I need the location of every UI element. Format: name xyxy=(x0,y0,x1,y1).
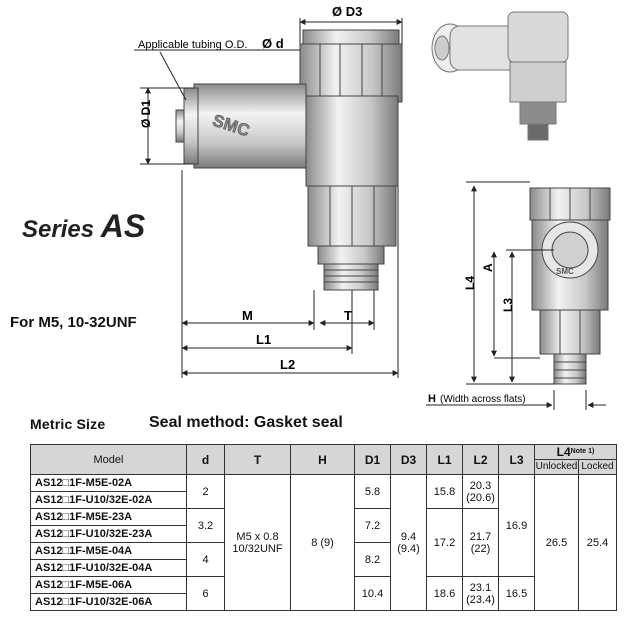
l2-value: 23.1 xyxy=(469,581,492,594)
l2-value: (23.4) xyxy=(466,593,495,606)
side-view xyxy=(529,187,611,385)
header-d: d xyxy=(186,444,225,475)
l1-cell: 18.6 xyxy=(426,576,463,611)
model-cell: AS12□1F-M5E-06A xyxy=(30,576,187,594)
d-cell: 3.2 xyxy=(186,508,225,543)
l1-cell: 15.8 xyxy=(426,474,463,509)
t-cell: M5 x 0.8 10/32UNF xyxy=(224,474,291,611)
l3-cell: 16.9 xyxy=(498,474,535,577)
d3-value: (9.4) xyxy=(397,542,420,555)
header-l1: L1 xyxy=(426,444,463,475)
header-d1: D1 xyxy=(354,444,391,475)
label-m: M xyxy=(242,308,253,323)
series-name: AS xyxy=(100,208,146,244)
l1-cell: 17.2 xyxy=(426,508,463,577)
l2-value: 21.7 xyxy=(469,530,492,543)
header-l3: L3 xyxy=(498,444,535,475)
label-d3: Ø D3 xyxy=(332,4,362,19)
l2-value: (22) xyxy=(470,542,491,555)
label-l1: L1 xyxy=(256,332,271,347)
label-h-note: (Width across flats) xyxy=(440,394,526,405)
series-title: Series AS xyxy=(22,208,145,245)
l2-cell: 23.1 (23.4) xyxy=(462,576,499,611)
label-h: H xyxy=(428,393,436,405)
metric-size-label: Metric Size xyxy=(30,416,106,432)
table-row: AS12□1F-M5E-02A 2 M5 x 0.8 10/32UNF 8 (9… xyxy=(30,474,617,611)
header-h: H xyxy=(290,444,355,475)
l3-cell: 16.5 xyxy=(498,576,535,611)
table-row: AS12□1F-M5E-23A 3.2 7.2 17.2 21.7 (22) xyxy=(30,508,617,577)
d-cell: 4 xyxy=(186,542,225,577)
label-tubing-sym: Ø d xyxy=(262,36,284,51)
label-a: A xyxy=(481,263,495,272)
l2-cell: 20.3 (20.6) xyxy=(462,474,499,509)
d-cell: 2 xyxy=(186,474,225,509)
front-dimensions xyxy=(134,18,403,378)
label-t: T xyxy=(344,308,352,323)
for-model-label: For M5, 10-32UNF xyxy=(10,314,137,331)
header-l4-label: L4 xyxy=(556,445,571,459)
label-d1: Ø D1 xyxy=(139,100,153,128)
label-tubing: Applicable tubing O.D. xyxy=(138,39,247,51)
label-l2: L2 xyxy=(280,357,295,372)
d1-cell: 7.2 xyxy=(354,508,391,543)
t-value: 10/32UNF xyxy=(232,542,283,555)
fitting-drawing: SMC Ø D3 Applicable tubing O.D. Ø d Ø D1… xyxy=(134,4,611,410)
side-dimensions xyxy=(426,181,606,410)
d3-value: 9.4 xyxy=(400,530,417,543)
dimension-table: Model d T H D1 D3 L1 L2 L3 L4Note 1) Unl… xyxy=(30,444,617,611)
model-cell: AS12□1F-M5E-23A xyxy=(30,508,187,526)
model-cell: AS12□1F-U10/32E-04A xyxy=(30,559,187,577)
model-cell: AS12□1F-M5E-02A xyxy=(30,474,187,492)
header-l4: L4Note 1) xyxy=(534,444,617,460)
l4-unlocked-cell: 26.5 xyxy=(534,474,579,611)
header-l4-note: Note 1) xyxy=(570,448,595,455)
model-cell: AS12□1F-U10/32E-23A xyxy=(30,525,187,543)
l2-value: (20.6) xyxy=(466,491,495,504)
table-row: AS12□1F-U10/32E-06A xyxy=(30,593,617,611)
model-cell: AS12□1F-U10/32E-02A xyxy=(30,491,187,509)
table-row: AS12□1F-U10/32E-23A xyxy=(30,525,617,543)
label-l4: L4 xyxy=(463,276,477,290)
series-prefix: Series xyxy=(22,216,95,243)
t-value: M5 x 0.8 xyxy=(236,530,279,543)
header-t: T xyxy=(224,444,291,475)
l2-cell: 21.7 (22) xyxy=(462,508,499,577)
table-row: AS12□1F-M5E-04A 4 8.2 xyxy=(30,542,617,577)
table-row: AS12□1F-M5E-06A 6 10.4 18.6 23.1 (23.4) … xyxy=(30,576,617,611)
header-model: Model xyxy=(30,444,187,475)
d1-cell: 5.8 xyxy=(354,474,391,509)
d-cell: 6 xyxy=(186,576,225,611)
table-row: AS12□1F-U10/32E-02A xyxy=(30,491,617,509)
side-logo: SMC xyxy=(556,267,574,276)
d1-cell: 10.4 xyxy=(354,576,391,611)
header-d3: D3 xyxy=(390,444,427,475)
l2-value: 20.3 xyxy=(469,479,492,492)
h-cell: 8 (9) xyxy=(290,474,355,611)
label-l3: L3 xyxy=(501,298,515,312)
product-render xyxy=(431,11,569,141)
front-view xyxy=(175,29,403,291)
header-locked: Locked xyxy=(578,459,617,475)
seal-method-label: Seal method: Gasket seal xyxy=(149,414,343,431)
d1-cell: 8.2 xyxy=(354,542,391,577)
l4-locked-cell: 25.4 xyxy=(578,474,617,611)
d3-cell: 9.4 (9.4) xyxy=(390,474,427,611)
header-unlocked: Unlocked xyxy=(534,459,579,475)
model-cell: AS12□1F-U10/32E-06A xyxy=(30,593,187,611)
model-cell: AS12□1F-M5E-04A xyxy=(30,542,187,560)
header-l2: L2 xyxy=(462,444,499,475)
